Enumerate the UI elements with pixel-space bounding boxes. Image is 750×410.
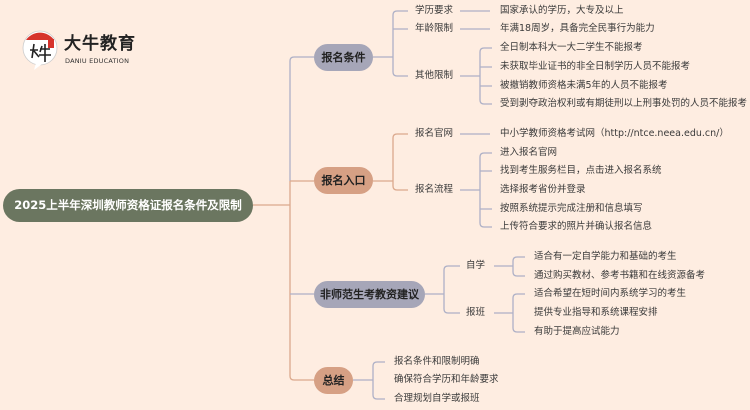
node-age[interactable]: 年龄限制 [415,23,454,34]
node-process[interactable]: 报名流程 [415,184,454,195]
leaf-process[interactable]: 按照系统提示完成注册和信息填写 [500,203,643,214]
leaf-process[interactable]: 找到考生服务栏目，点击进入报名系统 [500,165,662,176]
node-education[interactable]: 学历要求 [415,5,454,16]
leaf-process[interactable]: 进入报名官网 [500,147,558,158]
leaf-process[interactable]: 选择报考省份并登录 [500,184,586,195]
leaf-class[interactable]: 适合希望在短时间内系统学习的考生 [534,288,687,299]
leaf-other[interactable]: 被撤销教师资格未满5年的人员不能报考 [500,80,668,91]
daniu-logo-mark [22,30,60,74]
leaf-other[interactable]: 全日制本科大一大二学生不能报考 [500,42,643,53]
leaf-self-study[interactable]: 通过购买教材、参考书籍和在线资源备考 [534,270,706,281]
node-entry[interactable]: 报名入口 [314,167,373,194]
leaf-summary[interactable]: 确保符合学历和年龄要求 [394,374,499,385]
leaf-self-study[interactable]: 适合有一定自学能力和基础的考生 [534,251,677,262]
node-conditions[interactable]: 报名条件 [314,44,373,71]
leaf-site[interactable]: 中小学教师资格考试网（http://ntce.neea.edu.cn/） [500,128,729,139]
leaf-class[interactable]: 提供专业指导和系统课程安排 [534,307,658,318]
node-class[interactable]: 报班 [466,307,486,318]
node-self-study[interactable]: 自学 [466,260,486,271]
leaf-education[interactable]: 国家承认的学历，大专及以上 [500,5,624,16]
leaf-summary[interactable]: 合理规划自学或报班 [394,393,480,404]
leaf-class[interactable]: 有助于提高应试能力 [534,326,620,337]
logo-title: 大牛教育 [64,34,136,54]
logo-subtitle: DANIU EDUCATION [65,57,130,65]
node-summary[interactable]: 总结 [314,367,353,394]
leaf-summary[interactable]: 报名条件和限制明确 [394,356,480,367]
leaf-other[interactable]: 未获取毕业证书的非全日制学历人员不能报考 [500,61,691,72]
leaf-process[interactable]: 上传符合要求的照片并确认报名信息 [500,221,653,232]
leaf-other[interactable]: 受到剥夺政治权利或有期徒刑以上刑事处罚的人员不能报考 [500,98,748,109]
node-site[interactable]: 报名官网 [415,128,454,139]
node-other[interactable]: 其他限制 [415,70,454,81]
leaf-age[interactable]: 年满18周岁，具备完全民事行为能力 [500,23,655,34]
root-node[interactable]: 2025上半年深圳教师资格证报名条件及限制 [3,189,253,222]
node-advice[interactable]: 非师范生考教资建议 [314,281,425,308]
